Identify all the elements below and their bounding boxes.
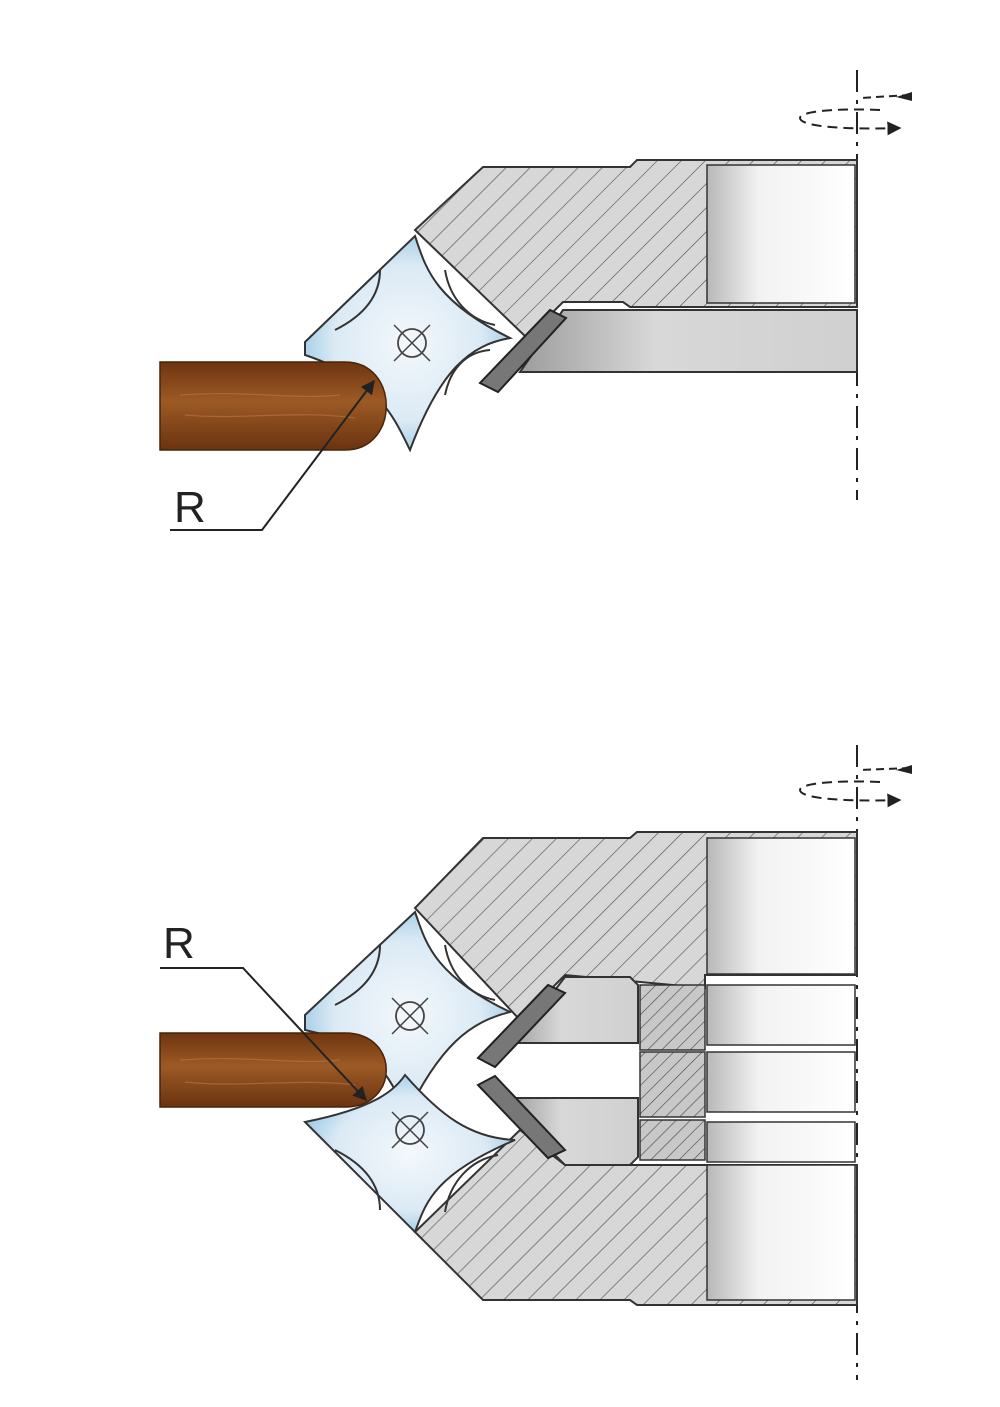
- knife-mount-symbol-icon: [393, 324, 431, 362]
- spacer: [639, 984, 706, 1051]
- bore: [706, 837, 856, 975]
- double-knife-diagram: R: [159, 745, 912, 1380]
- clamp-wedge: [478, 308, 568, 394]
- radius-leader: [170, 379, 375, 531]
- clamp-wedge: [476, 983, 567, 1069]
- radius-label: R: [163, 919, 195, 968]
- clamp-wedge: [476, 1074, 567, 1160]
- bore: [706, 1051, 856, 1113]
- rotation-arrow-icon: [798, 92, 912, 136]
- knife-seat-channel: [518, 309, 858, 373]
- knife-blade: [302, 1073, 516, 1234]
- knife-mount-symbol-icon: [391, 997, 429, 1035]
- bore: [706, 1164, 856, 1301]
- knife-mount-symbol-icon: [391, 1111, 429, 1149]
- spacer: [639, 1051, 706, 1118]
- bore: [706, 164, 856, 304]
- single-knife-diagram: R: [159, 70, 912, 532]
- workpiece: [159, 1032, 387, 1108]
- workpiece: [159, 361, 387, 451]
- spacer: [639, 1119, 706, 1161]
- radius-label: R: [174, 483, 206, 532]
- bore: [706, 984, 856, 1046]
- bore: [706, 1121, 856, 1163]
- rotation-arrow-icon: [798, 765, 912, 808]
- radius-leader: [160, 967, 367, 1102]
